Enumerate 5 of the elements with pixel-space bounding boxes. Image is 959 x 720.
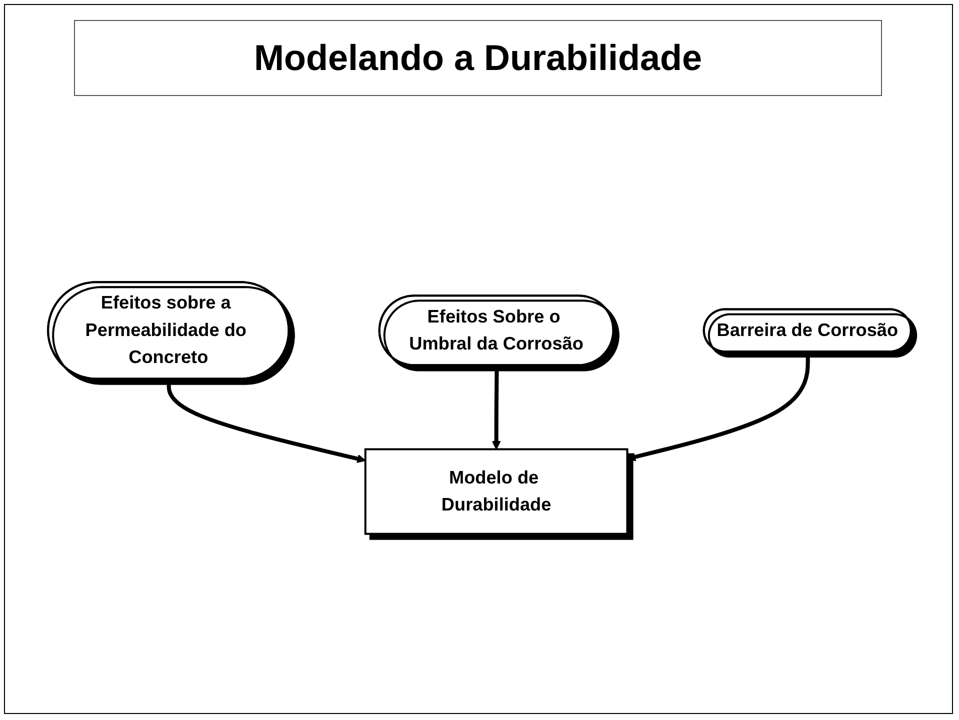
title: Modelando a Durabilidade <box>74 20 882 96</box>
arrow <box>166 378 366 463</box>
node-box: Modelo de Durabilidade <box>364 448 628 534</box>
arrow <box>492 365 501 450</box>
arrow <box>626 352 810 461</box>
